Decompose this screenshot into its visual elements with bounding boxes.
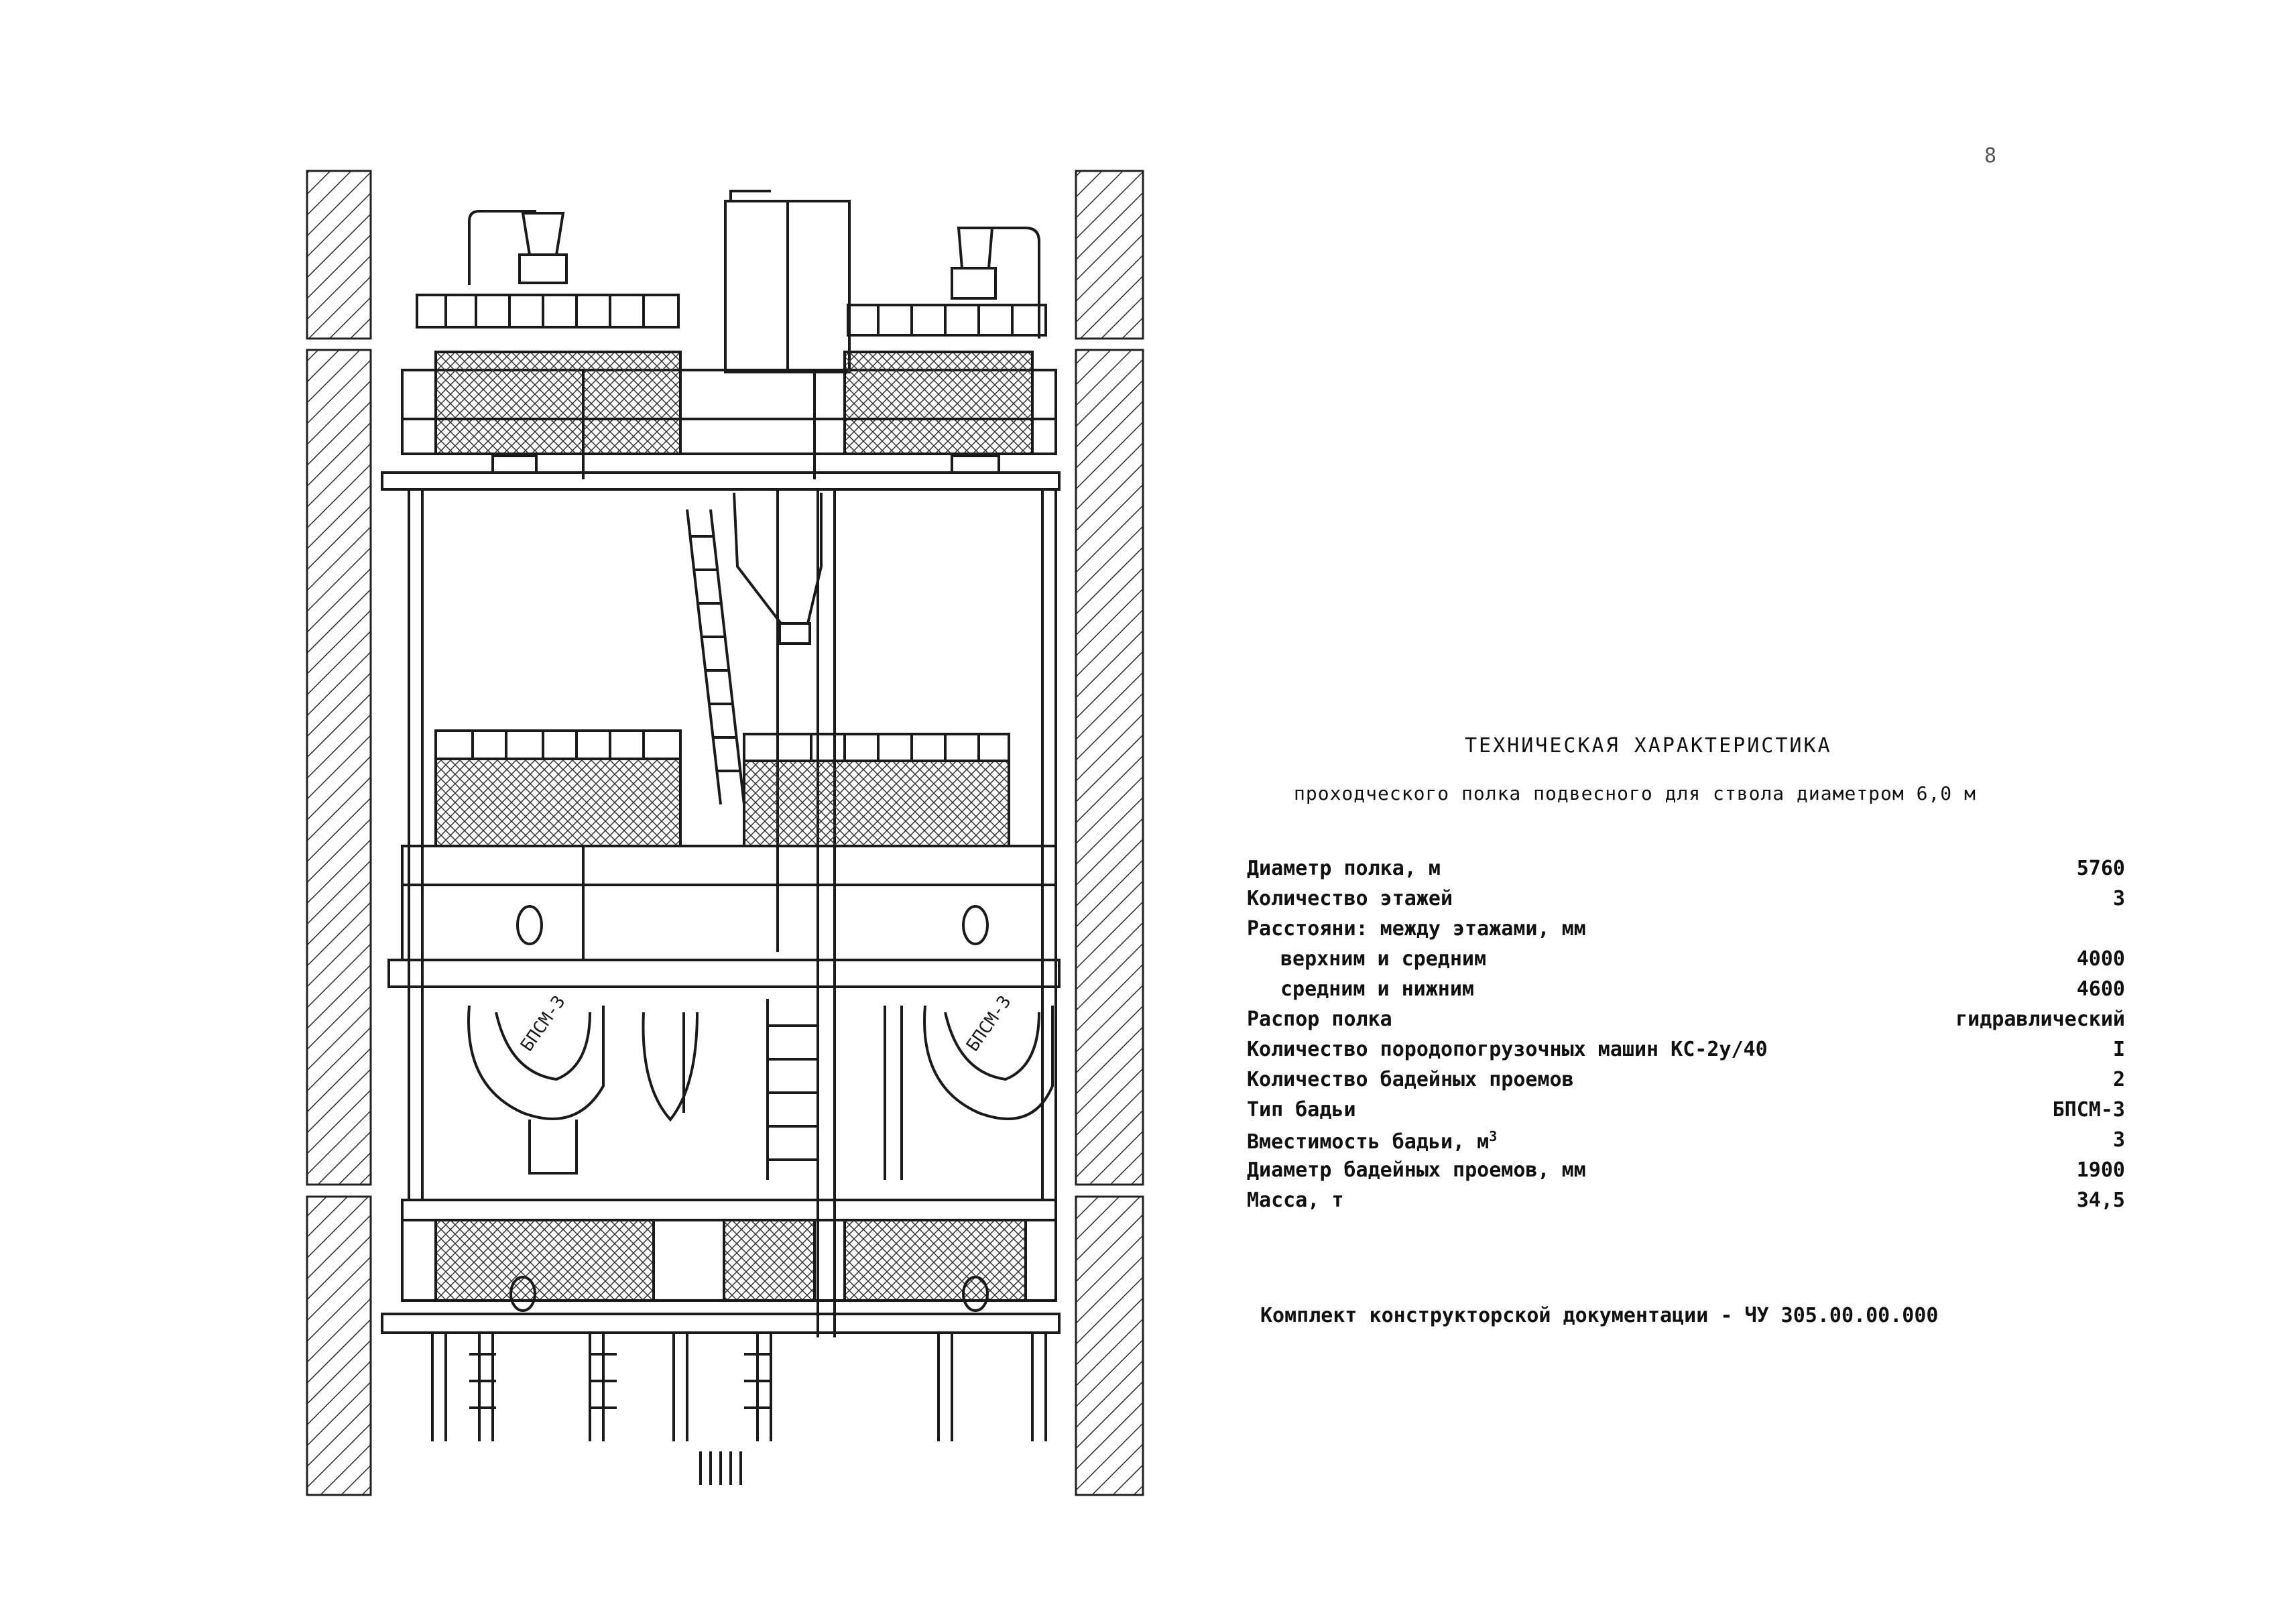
spec-row: верхним и средним 4000 bbox=[1247, 947, 2219, 977]
spec-label: Расстояни: между этажами, мм bbox=[1247, 917, 1586, 941]
spec-value: 3 bbox=[2112, 887, 2125, 910]
spec-label: Количество породопогрузочных машин КС-2у… bbox=[1247, 1038, 1768, 1061]
spec-row: Количество породопогрузочных машин КС-2у… bbox=[1247, 1038, 2219, 1068]
spec-value: гидравлический bbox=[1955, 1008, 2125, 1031]
bucket-center bbox=[642, 1012, 699, 1122]
spec-value: 4000 bbox=[2076, 947, 2125, 971]
spec-value: 34,5 bbox=[2076, 1189, 2125, 1212]
bucket-right bbox=[923, 1005, 1054, 1120]
spec-label-superscript: 3 bbox=[1489, 1128, 1498, 1144]
spec-value: 2 bbox=[2112, 1068, 2125, 1091]
spec-row: средним и нижним 4600 bbox=[1247, 977, 2219, 1008]
spec-label: Тип бадьи bbox=[1247, 1098, 1356, 1122]
top-deck-planks bbox=[416, 294, 1047, 337]
vertical-posts bbox=[408, 489, 1057, 1337]
spec-value: 5760 bbox=[2076, 857, 2125, 880]
spec-row: Тип бадьи БПСМ-3 bbox=[1247, 1098, 2219, 1128]
spec-label: Диаметр бадейных проемов, мм bbox=[1247, 1158, 1586, 1182]
shaft-wall-left bbox=[306, 170, 372, 1496]
center-ladder bbox=[766, 999, 903, 1180]
bucket-left bbox=[467, 1005, 605, 1175]
spec-value: БПСМ-3 bbox=[2052, 1098, 2125, 1122]
lower-supports bbox=[431, 1333, 1047, 1485]
spec-title: ТЕХНИЧЕСКАЯ ХАРАКТЕРИСТИКА bbox=[1465, 734, 1832, 758]
spec-row: Распор полка гидравлический bbox=[1247, 1008, 2219, 1038]
spec-subtitle: проходческого полка подвесного для ствол… bbox=[1294, 782, 1976, 804]
spec-label: Количество бадейных проемов bbox=[1247, 1068, 1574, 1091]
spec-value: 4600 bbox=[2076, 977, 2125, 1001]
spec-row: Масса, т 34,5 bbox=[1247, 1189, 2219, 1219]
ladder bbox=[686, 509, 745, 805]
upper-floor bbox=[381, 351, 1061, 491]
spec-row: Расстояни: между этажами, мм bbox=[1247, 917, 2219, 947]
spec-value: 3 bbox=[2112, 1128, 2125, 1152]
middle-floor bbox=[387, 758, 1061, 988]
spec-label: верхним и средним bbox=[1280, 947, 1487, 971]
spec-label: Масса, т bbox=[1247, 1189, 1344, 1212]
spec-label: Количество этажей bbox=[1247, 887, 1453, 910]
lower-floor bbox=[381, 1199, 1061, 1334]
spec-label: Диаметр полка, м bbox=[1247, 857, 1441, 880]
hopper bbox=[733, 492, 823, 645]
spec-label: Вместимость бадьи, м3 bbox=[1247, 1128, 1497, 1154]
spec-row: Количество этажей 3 bbox=[1247, 887, 2219, 917]
spec-value: 1900 bbox=[2076, 1158, 2125, 1182]
bucket-label-right: БПСМ-3 bbox=[963, 992, 1015, 1055]
bucket-label-left: БПСМ-3 bbox=[517, 992, 569, 1055]
spec-label-text: Вместимость бадьи, м bbox=[1247, 1130, 1490, 1154]
spec-row: Диаметр полка, м 5760 bbox=[1247, 857, 2219, 887]
shaft-wall-right bbox=[1075, 170, 1144, 1496]
lamp-right bbox=[951, 227, 1040, 339]
spec-row: Количество бадейных проемов 2 bbox=[1247, 1068, 2219, 1098]
page-number: 8 bbox=[1984, 144, 1997, 168]
central-tower bbox=[724, 190, 851, 373]
middle-deck-planks bbox=[434, 729, 1010, 762]
lamp-left bbox=[468, 210, 568, 285]
documentation-reference: Комплект конструкторской документации - … bbox=[1260, 1304, 1939, 1327]
spec-label: Распор полка bbox=[1247, 1008, 1392, 1031]
spec-value: I bbox=[2112, 1038, 2125, 1061]
spec-row: Диаметр бадейных проемов, мм 1900 bbox=[1247, 1158, 2219, 1189]
spec-label: средним и нижним bbox=[1280, 977, 1474, 1001]
